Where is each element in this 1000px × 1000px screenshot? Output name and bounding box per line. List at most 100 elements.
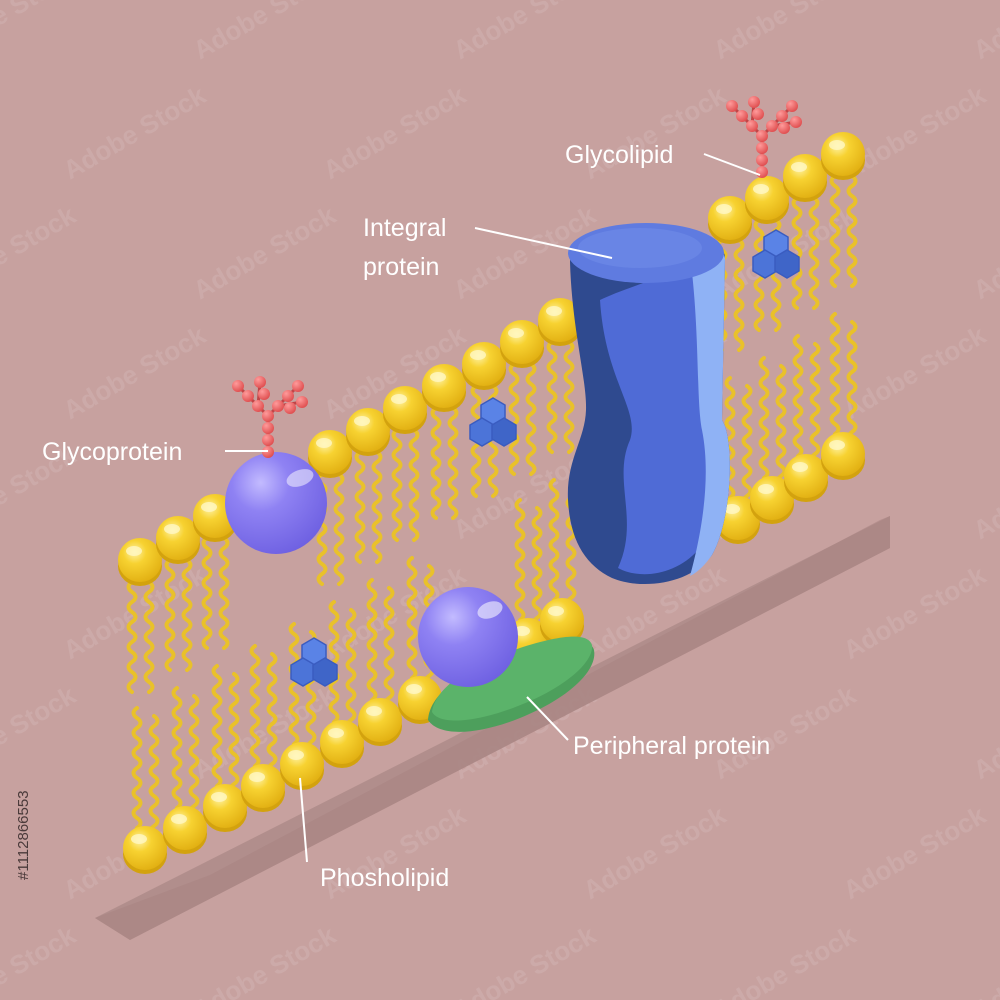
lipid-tail: [211, 664, 223, 788]
lipid-tail: [143, 570, 155, 694]
leader-integral-protein: [474, 227, 613, 259]
glycoprotein-label: Glycoprotein: [42, 438, 182, 466]
lipid-tail: [430, 396, 442, 520]
peripheral-protein-label: Peripheral protein: [573, 732, 770, 760]
phospholipid-head: [383, 386, 427, 434]
lipid-tail: [408, 418, 420, 542]
glycoprotein-sugar-chain: [232, 376, 308, 458]
lipid-tail: [391, 418, 403, 542]
phospholipid-head: [783, 154, 827, 202]
lipid-tail: [201, 526, 213, 650]
lipid-tail: [126, 570, 138, 694]
lipid-tail: [447, 396, 459, 520]
lipid-tail: [249, 644, 261, 768]
lipid-tail: [741, 384, 753, 508]
watermark-text: Adobe Stock: [58, 319, 211, 425]
watermark-text: Adobe Stock: [188, 0, 341, 65]
phospholipid-head: [241, 764, 285, 812]
leader-lines: [225, 153, 761, 863]
lipid-tail: [328, 600, 340, 724]
lipid-tail: [846, 164, 858, 288]
watermark-text: Adobe Stock: [838, 799, 991, 905]
watermark-text: Adobe Stock: [838, 559, 991, 665]
stock-id-text: #1112866553: [15, 790, 32, 880]
phospholipid-head: [346, 408, 390, 456]
lipid-tail: [188, 694, 200, 818]
lipid-tail: [148, 714, 160, 838]
lipid-tail: [548, 478, 560, 602]
phospholipid-head: [821, 132, 865, 180]
lipid-tail: [371, 440, 383, 564]
lipid-tail: [758, 356, 770, 480]
watermark-text: Adobe Stock: [0, 919, 81, 1000]
phospholipid-label: Phosholipid: [320, 864, 449, 892]
watermark-text: Adobe Stock: [968, 199, 1000, 305]
watermark-text: Adobe Stock: [0, 679, 81, 785]
watermark-text: Adobe Stock: [968, 0, 1000, 65]
watermark-text: Adobe Stock: [838, 319, 991, 425]
phospholipid-head: [156, 516, 200, 564]
lipid-tail: [354, 440, 366, 564]
phospholipid-head: [708, 196, 752, 244]
watermark-text: Adobe Stock: [968, 919, 1000, 1000]
phospholipid-head: [500, 320, 544, 368]
lipid-tail: [563, 330, 575, 454]
watermark-text: Adobe Stock: [708, 0, 861, 65]
lipid-tail: [228, 672, 240, 796]
lipid-tail: [809, 342, 821, 466]
integral-protein-label-line2: protein: [363, 253, 439, 281]
lipid-tail: [829, 312, 841, 436]
watermark-text: Adobe Stock: [188, 919, 341, 1000]
lipid-tail: [508, 352, 520, 476]
lipid-heads: [118, 132, 865, 874]
phospholipid-head: [750, 476, 794, 524]
watermark-text: Adobe Stock: [0, 199, 81, 305]
lipid-tail: [333, 462, 345, 586]
integral-protein-label-line1: Integral: [363, 214, 446, 242]
watermark-text: Adobe Stock: [448, 0, 601, 65]
lipid-tail: [406, 556, 418, 680]
glycoprotein-globule: [225, 452, 327, 554]
watermark-text: Adobe Stock: [578, 799, 731, 905]
lipid-tail: [514, 498, 526, 622]
phospholipid-head: [821, 432, 865, 480]
lipid-tail: [131, 706, 143, 830]
watermark-text: Adobe Stock: [0, 0, 81, 65]
peripheral-protein-globule: [418, 587, 518, 687]
lipid-tail: [829, 164, 841, 288]
phospholipid-head: [538, 298, 582, 346]
membrane-shadow-floor: [95, 516, 890, 940]
leader-glycolipid: [703, 153, 761, 176]
phospholipid-head: [123, 826, 167, 874]
leader-peripheral-protein: [526, 696, 569, 741]
lipid-tail: [218, 526, 230, 650]
phospholipid-head: [422, 364, 466, 412]
watermark-text: Adobe Stock: [968, 679, 1000, 785]
phospholipid-head: [784, 454, 828, 502]
watermark-text: Adobe Stock: [188, 199, 341, 305]
phospholipid-head: [280, 742, 324, 790]
watermark-text: Adobe Stock: [58, 79, 211, 185]
lipid-tail: [808, 186, 820, 310]
lipid-tail: [846, 320, 858, 444]
cholesterol-molecule: [752, 229, 800, 279]
lipid-tail: [164, 548, 176, 672]
lipid-tail: [266, 652, 278, 776]
watermark-text: Adobe Stock: [968, 439, 1000, 545]
lipid-tail: [792, 334, 804, 458]
lipid-tail: [181, 548, 193, 672]
lipid-tail: [724, 376, 736, 500]
lipid-tail: [791, 186, 803, 310]
lipid-tail: [546, 330, 558, 454]
watermark-text: Adobe Stock: [708, 919, 861, 1000]
cholesterol-molecule: [469, 397, 517, 447]
phospholipid-head: [540, 598, 584, 646]
glycolipid-label: Glycolipid: [565, 141, 673, 169]
phospholipid-head: [716, 496, 760, 544]
lipid-tail: [288, 622, 300, 746]
phospholipid-head: [163, 806, 207, 854]
leader-phospholipid: [299, 777, 308, 863]
lipid-tail: [383, 586, 395, 710]
watermark-text: Adobe Stock: [448, 919, 601, 1000]
